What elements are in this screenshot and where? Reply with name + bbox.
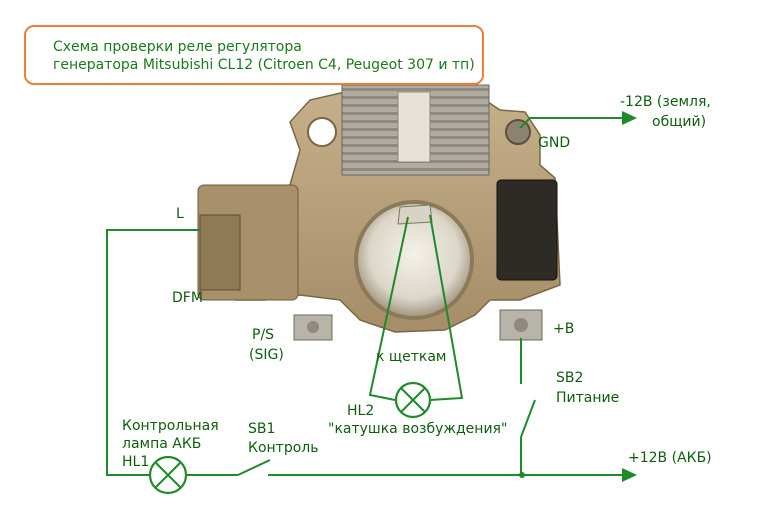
sb1-contact-wire [237, 459, 271, 476]
plus12-arrowhead [622, 468, 637, 482]
title-line-1: Схема проверки реле регулятора [53, 39, 302, 55]
connector-socket [199, 214, 241, 291]
brush-wire-left [368, 216, 409, 401]
label-minus12-line2: общий) [652, 114, 707, 130]
label-dfm: DFM [172, 290, 203, 306]
mount-hole-left [307, 117, 337, 147]
label-hl1: HL1 [122, 454, 150, 470]
label-hl2-line2: "катушка возбуждения" [328, 421, 508, 437]
hl1-cross-b [155, 462, 181, 488]
brush-clip [397, 204, 433, 225]
label-ps-line2: (SIG) [249, 347, 284, 363]
label-hl2-line1: HL2 [347, 403, 375, 419]
label-l: L [176, 206, 184, 222]
label-control-lamp-line2: лампа АКБ [122, 436, 202, 452]
sb2-contact-wire [520, 399, 536, 438]
regulator-photo [197, 84, 561, 341]
heatsink-label-strip [397, 91, 431, 163]
label-sb2-line2: Питание [556, 390, 620, 406]
label-b-plus: +B [553, 321, 575, 337]
label-gnd: GND [538, 135, 571, 151]
gnd-arrowhead [622, 111, 637, 125]
title-line-2: генератора Mitsubishi CL12 (Citroen C4, … [53, 57, 475, 73]
wires [106, 111, 637, 495]
label-control-lamp-line1: Контрольная [122, 418, 219, 434]
gnd-wire [519, 117, 633, 129]
ps-terminal-screw [307, 321, 319, 333]
gnd-bolt-hole [505, 119, 531, 145]
label-sb1-line2: Контроль [248, 440, 319, 456]
brush-wire-right [429, 214, 464, 401]
label-sb1-line1: SB1 [248, 421, 276, 437]
black-terminal-block [496, 179, 558, 281]
label-plus12: +12В (АКБ) [628, 450, 712, 466]
label-ps-line1: P/S [252, 327, 275, 343]
label-brushes: к щеткам [376, 349, 447, 365]
b-plus-terminal-screw [514, 318, 528, 332]
hl2-cross-b [400, 387, 426, 413]
l-wire [106, 229, 200, 476]
label-minus12-line1: -12В (земля, [620, 94, 711, 110]
title-box: Схема проверки реле регулятора генератор… [24, 25, 484, 85]
label-sb2-line1: SB2 [556, 370, 584, 386]
